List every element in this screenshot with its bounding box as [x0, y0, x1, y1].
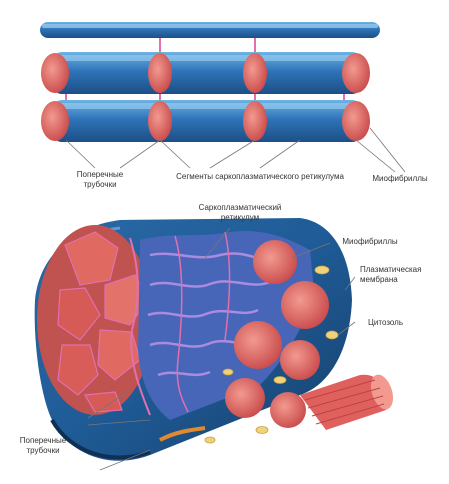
top-longitudinal-tubule [40, 22, 380, 38]
label-bottom-myofibrils: Миофибриллы [330, 237, 410, 247]
cut-face [37, 225, 153, 415]
label-top-sr-segments: Сегменты саркоплазматического ретикулума [160, 172, 360, 182]
top-myofibril-row-1 [52, 52, 362, 94]
label-bottom-cytosol: Цитозоль [368, 318, 438, 328]
label-bottom-transverse-tubules: Поперечные трубочки [8, 436, 78, 456]
top-myofibril-row-2 [52, 100, 362, 142]
label-bottom-sr: Саркоплазматический ретикулум [180, 203, 300, 223]
label-top-myofibrils: Миофибриллы [360, 174, 440, 184]
label-top-transverse-tubules: Поперечные трубочки [70, 170, 130, 190]
top-fiber-segment [40, 22, 405, 172]
bottom-fiber-cross-section [35, 218, 397, 470]
label-bottom-plasma-membrane: Плазматическая мембрана [360, 265, 442, 285]
